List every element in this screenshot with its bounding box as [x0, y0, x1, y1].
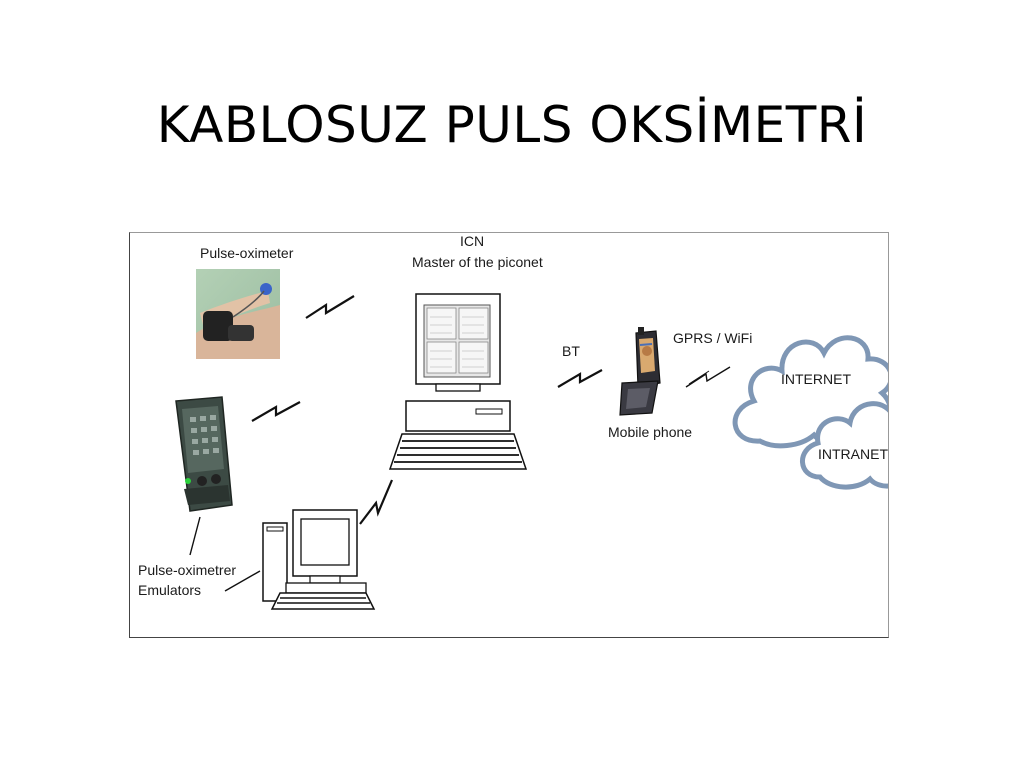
- network-diagram: Pulse-oximeter: [129, 232, 889, 638]
- wireless-link-icon: [685, 366, 731, 388]
- wireless-link-icon: [251, 401, 301, 422]
- label-bt: BT: [562, 343, 580, 359]
- label-mobile-phone: Mobile phone: [608, 424, 692, 440]
- label-internet: INTERNET: [781, 371, 851, 387]
- label-intranet: INTRANET: [818, 446, 888, 462]
- label-icn-subtitle: Master of the piconet: [412, 254, 543, 270]
- icn-computer: [388, 293, 528, 470]
- wireless-link-icon: [305, 295, 355, 319]
- wireless-link-icon: [359, 479, 394, 525]
- label-icn: ICN: [460, 233, 484, 249]
- pulse-oximeter-photo: [196, 269, 280, 359]
- pda-device: [175, 396, 233, 512]
- emulator-computer: [262, 509, 376, 610]
- label-emulators-line1: Pulse-oximetrer: [138, 562, 236, 578]
- mobile-phone: [619, 327, 661, 416]
- label-gprs-wifi: GPRS / WiFi: [673, 330, 752, 346]
- label-emulators-line2: Emulators: [138, 582, 201, 598]
- slide-title: KABLOSUZ PULS OKSİMETRİ: [156, 96, 868, 154]
- diagram-canvas: Pulse-oximeter: [138, 233, 888, 610]
- intranet-cloud: [800, 401, 888, 490]
- label-pulse-oximeter: Pulse-oximeter: [200, 245, 294, 261]
- wireless-link-icon: [557, 369, 603, 388]
